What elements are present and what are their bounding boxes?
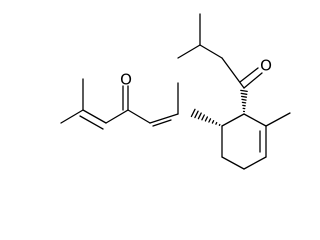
carbonyl-double-bond-right (239, 67, 263, 89)
chain-bond-carbonyl-ch (105, 109, 129, 124)
chain-bond-ch-carbonyl (127, 109, 151, 124)
chain-double-bond-right (149, 113, 179, 127)
ketone-oxygen-left-label: O (120, 71, 132, 89)
carbonyl-double-bond-left (122, 85, 129, 111)
acyl-bond-carbonyl-ch2 (221, 57, 245, 89)
ring-bond-c5-c6 (221, 156, 245, 170)
stereo-hash-bond-acyl (240, 89, 248, 113)
ring-methyl-bond (265, 112, 291, 127)
terminal-methyl-bond-lower (60, 109, 84, 124)
ketone-oxygen-right-label: O (260, 57, 272, 75)
chain-double-bond-left (79, 109, 107, 130)
ring-double-bond-c3-c4 (259, 125, 267, 158)
stereo-hash-bond-dienone (190, 108, 221, 126)
ring-bond-c4-c5 (243, 156, 267, 170)
acyl-bond-ch2-ch (199, 44, 223, 59)
ring-bond-c1-c2 (221, 113, 245, 127)
ring-bond-c2-c3 (243, 113, 267, 127)
acyl-bond-ch-methyl-left (177, 44, 201, 59)
skeletal-formula: O O (60, 13, 291, 170)
